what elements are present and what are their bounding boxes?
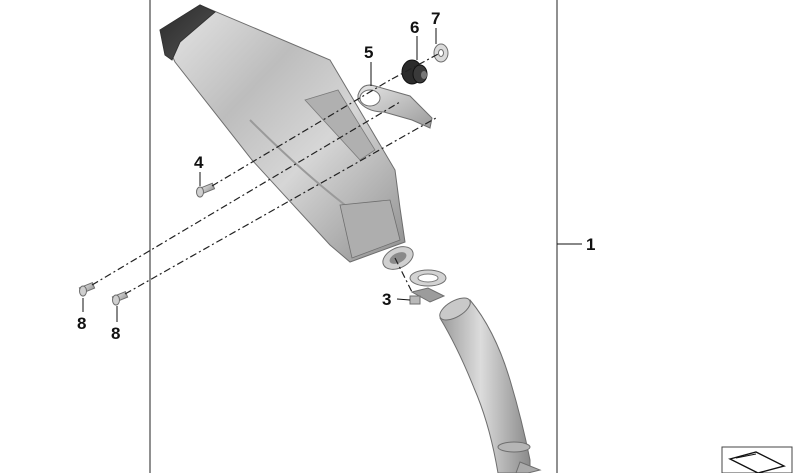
- callout-6[interactable]: 6: [410, 18, 419, 37]
- callout-3[interactable]: 3: [382, 290, 391, 309]
- leader-lines: [82, 28, 437, 322]
- rubber-grommet-icon: [401, 59, 428, 85]
- mounting-bracket-icon: [357, 84, 433, 129]
- bolt-icon: [78, 281, 96, 297]
- tail-pipe: [439, 297, 542, 473]
- bolt-icon: [196, 182, 216, 198]
- alignment-lines: [91, 52, 441, 295]
- reference-symbol-icon: [721, 446, 793, 473]
- callout-1[interactable]: 1: [586, 235, 595, 254]
- callout-5[interactable]: 5: [364, 43, 373, 62]
- callout-8-right[interactable]: 8: [111, 324, 120, 343]
- callout-8-left[interactable]: 8: [77, 314, 86, 333]
- clamp-icon: [409, 269, 447, 305]
- muffler: [159, 4, 414, 270]
- callout-7[interactable]: 7: [431, 9, 440, 28]
- callout-4[interactable]: 4: [194, 153, 204, 172]
- washer-icon: [433, 43, 449, 63]
- assembly-bracket-1: [149, 0, 582, 473]
- bolt-icon: [111, 290, 129, 306]
